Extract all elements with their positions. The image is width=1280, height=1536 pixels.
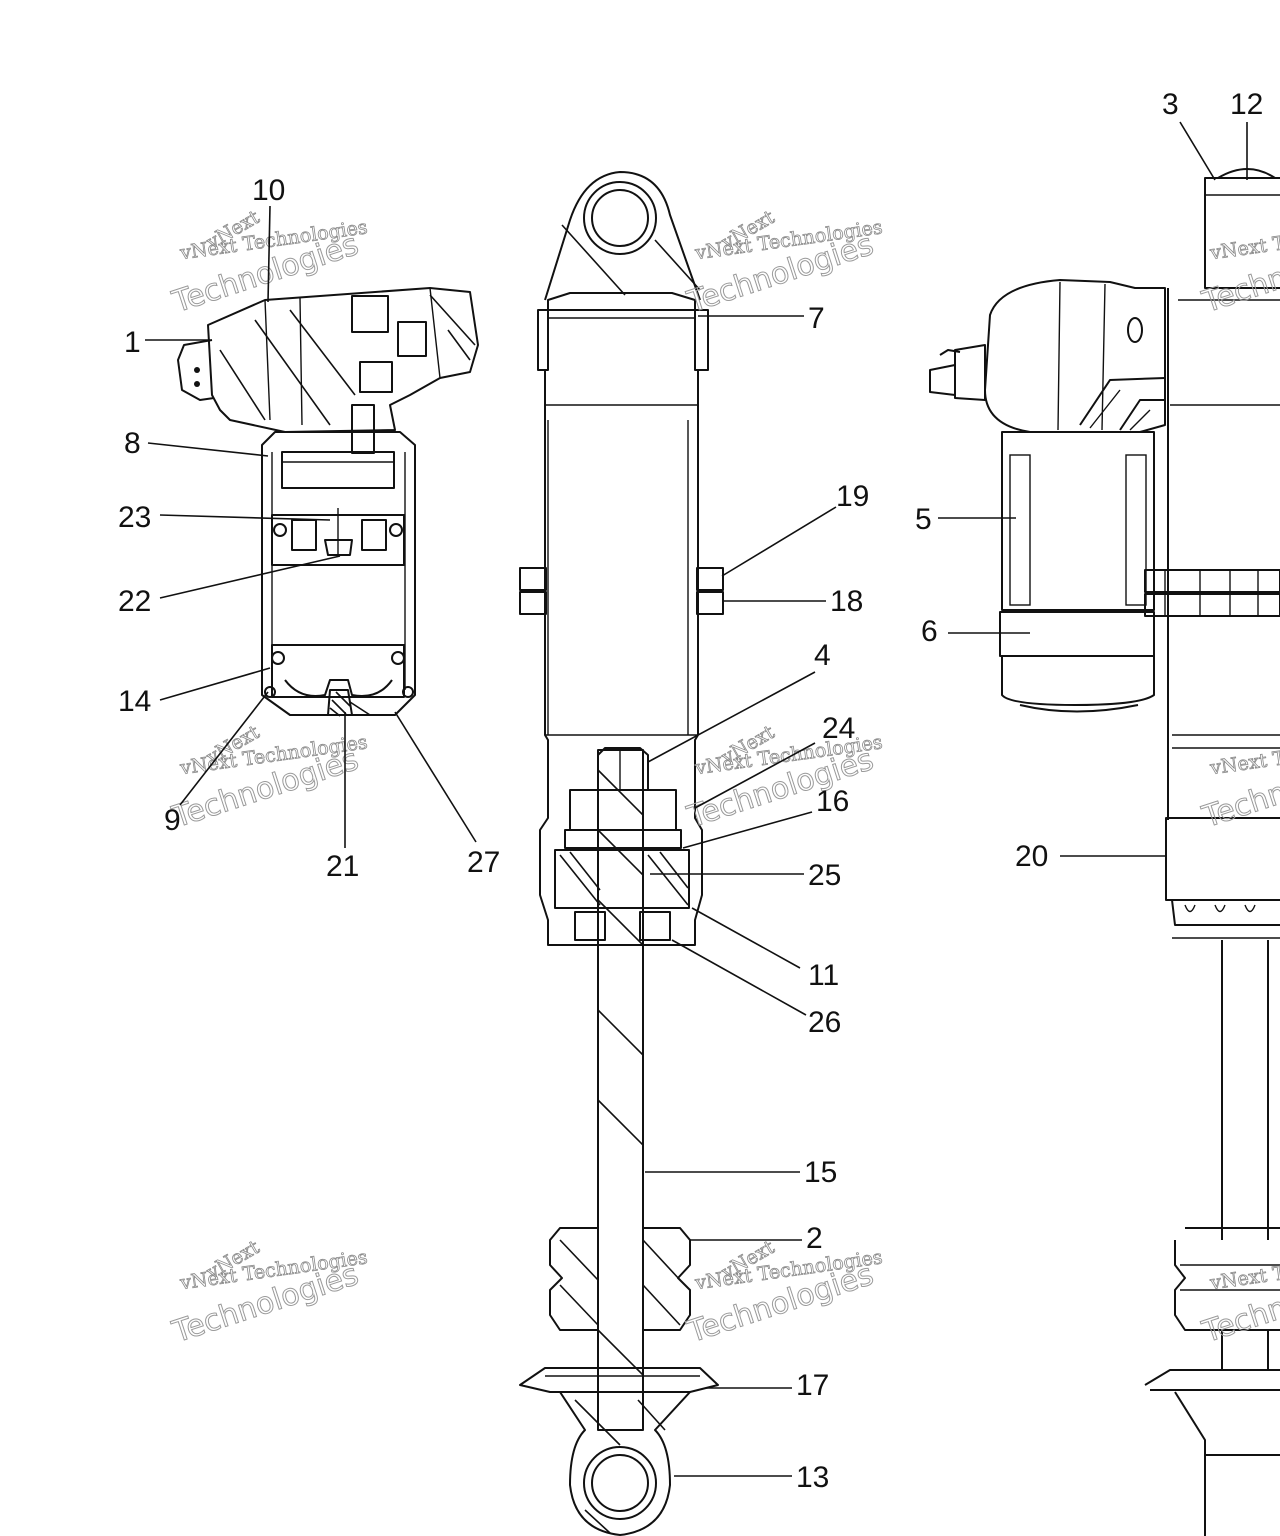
watermark-line: vNext Technologies bbox=[1208, 731, 1280, 779]
leader-line bbox=[159, 667, 271, 701]
callout-25: 25 bbox=[650, 859, 841, 892]
callout-9: 9 bbox=[164, 691, 269, 837]
leader-line bbox=[267, 205, 271, 303]
callout-5: 5 bbox=[915, 503, 1016, 536]
leader-line bbox=[682, 811, 813, 849]
callout-19: 19 bbox=[721, 480, 869, 577]
callout-label: 22 bbox=[118, 585, 151, 618]
leader-line bbox=[159, 514, 331, 521]
leader-line bbox=[394, 711, 477, 843]
leader-line bbox=[694, 742, 816, 809]
callout-24: 24 bbox=[694, 712, 855, 809]
callout-label: 6 bbox=[921, 615, 938, 648]
watermarks: vNext vNext Technologies Technologies vN… bbox=[167, 206, 1280, 1351]
callout-label: 8 bbox=[124, 427, 141, 460]
callout-26: 26 bbox=[671, 939, 841, 1039]
callout-label: 20 bbox=[1015, 840, 1048, 873]
watermark-line: vNext Technologies bbox=[1208, 216, 1280, 264]
callout-label: 27 bbox=[467, 846, 500, 879]
leader-line bbox=[721, 506, 837, 577]
leader-line bbox=[1179, 121, 1216, 181]
leader-line bbox=[647, 671, 816, 763]
watermark: vNext vNext Technologies Technologies bbox=[682, 721, 884, 836]
watermark: vNext vNext Technologies Technologies bbox=[682, 206, 884, 321]
callout-label: 15 bbox=[804, 1156, 837, 1189]
leader-line bbox=[179, 691, 269, 806]
callout-23: 23 bbox=[118, 501, 331, 534]
callout-21: 21 bbox=[326, 712, 359, 883]
callout-label: 14 bbox=[118, 685, 151, 718]
callout-label: 7 bbox=[808, 302, 825, 335]
leader-line bbox=[691, 907, 801, 969]
callout-12: 12 bbox=[1230, 88, 1263, 180]
watermark: vNext vNext Technologies Technologies bbox=[167, 721, 369, 836]
callout-27: 27 bbox=[394, 711, 500, 879]
watermark-line: vNext Technologies bbox=[1208, 1246, 1280, 1294]
callout-label: 16 bbox=[816, 785, 849, 818]
callout-14: 14 bbox=[118, 667, 271, 718]
callout-3: 3 bbox=[1162, 88, 1216, 181]
leader-line bbox=[147, 442, 269, 457]
callout-22: 22 bbox=[118, 555, 341, 618]
callout-2: 2 bbox=[690, 1222, 823, 1255]
callout-label: 21 bbox=[326, 850, 359, 883]
callout-6: 6 bbox=[921, 615, 1030, 648]
watermark: vNext Technologies Technologies bbox=[1197, 1246, 1280, 1351]
callout-16: 16 bbox=[682, 785, 849, 849]
callout-1: 1 bbox=[124, 326, 210, 359]
callout-label: 18 bbox=[830, 585, 863, 618]
callout-8: 8 bbox=[124, 427, 269, 460]
callout-7: 7 bbox=[698, 302, 825, 335]
callout-15: 15 bbox=[645, 1156, 837, 1189]
watermark: vNext vNext Technologies Technologies bbox=[167, 1236, 369, 1351]
callout-20: 20 bbox=[1015, 840, 1166, 873]
callout-label: 11 bbox=[808, 959, 839, 992]
reservoir-cross-section bbox=[177, 287, 479, 717]
callout-17: 17 bbox=[706, 1369, 829, 1402]
callout-label: 19 bbox=[836, 480, 869, 513]
callout-label: 5 bbox=[915, 503, 932, 536]
callout-10: 10 bbox=[252, 174, 285, 303]
callout-label: 9 bbox=[164, 804, 181, 837]
callout-label: 26 bbox=[808, 1006, 841, 1039]
callout-11: 11 bbox=[691, 907, 839, 992]
callout-label: 17 bbox=[796, 1369, 829, 1402]
callout-13: 13 bbox=[674, 1461, 829, 1494]
callout-label: 10 bbox=[252, 174, 285, 207]
callout-label: 23 bbox=[118, 501, 151, 534]
callout-label: 25 bbox=[808, 859, 841, 892]
leader-line bbox=[671, 939, 807, 1016]
callout-label: 24 bbox=[822, 712, 855, 745]
callout-18: 18 bbox=[722, 585, 863, 618]
main-shock-cross-section bbox=[519, 171, 724, 1536]
leader-line bbox=[159, 555, 341, 599]
callouts: 1 10 8 23 22 14 9 21 bbox=[118, 88, 1263, 1494]
callout-label: 1 bbox=[124, 326, 141, 359]
callout-label: 12 bbox=[1230, 88, 1263, 121]
shock-external-view bbox=[929, 168, 1280, 1536]
watermark: vNext Technologies Technologies bbox=[1197, 731, 1280, 836]
callout-label: 2 bbox=[806, 1222, 823, 1255]
callout-label: 13 bbox=[796, 1461, 829, 1494]
callout-label: 4 bbox=[814, 639, 831, 672]
callout-4: 4 bbox=[647, 639, 831, 763]
callout-label: 3 bbox=[1162, 88, 1179, 121]
